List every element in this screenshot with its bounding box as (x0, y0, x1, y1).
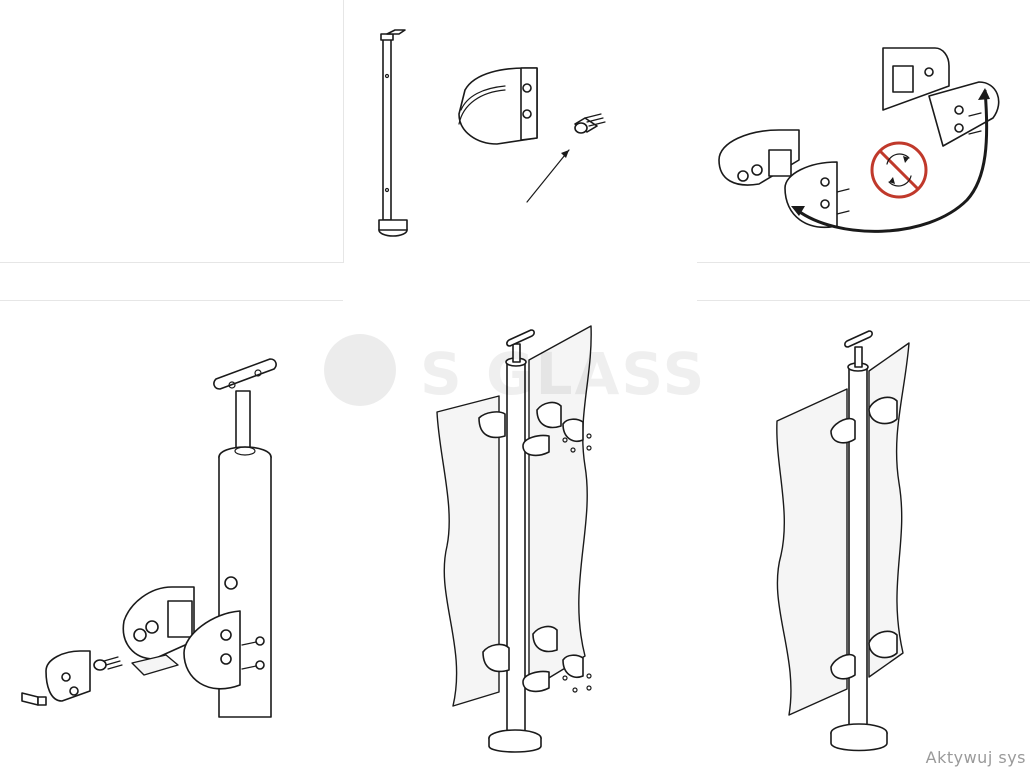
glass-panel-left (776, 388, 848, 716)
activation-overlay-text: Aktywuj sys (925, 748, 1026, 767)
clamp-half-back-left (718, 129, 800, 186)
step-clamp-and-screw (343, 0, 697, 262)
arrow-icon (526, 149, 570, 203)
small-clamp (45, 650, 91, 702)
screw-icon (574, 113, 606, 134)
pin-icon (21, 692, 47, 706)
upper-clamps (830, 396, 898, 444)
blank-panel (0, 0, 344, 263)
step-glass-mounted-final (697, 300, 1030, 762)
step-clamp-assembly-detail (0, 300, 343, 762)
curved-arrow-icon (791, 88, 990, 233)
clamp-plate (183, 610, 265, 690)
clamp-body (122, 586, 195, 660)
glass-clamp (458, 67, 538, 145)
upper-clamp-set (478, 401, 592, 457)
glass-panel-left (436, 395, 500, 707)
post-tube (488, 329, 542, 753)
handrail-saddle (213, 358, 277, 452)
glass-panel-right (868, 342, 910, 678)
short-post (378, 29, 408, 237)
lower-clamp-set (482, 625, 592, 693)
rubber-pad (131, 654, 179, 676)
post-tube (830, 330, 888, 752)
no-rotate-icon (870, 141, 928, 199)
lower-clamps (830, 630, 898, 680)
clamp-half-back-right (882, 47, 950, 111)
clamp-half-front-right (928, 81, 1000, 147)
screw-icon (93, 656, 123, 671)
watermark-text: S GLASS (420, 340, 707, 408)
step-clamp-orientation (697, 0, 1030, 263)
watermark-logo-icon (324, 334, 396, 406)
clamp-half-front-left (784, 161, 850, 228)
step-glass-mounting-exploded (343, 300, 697, 761)
